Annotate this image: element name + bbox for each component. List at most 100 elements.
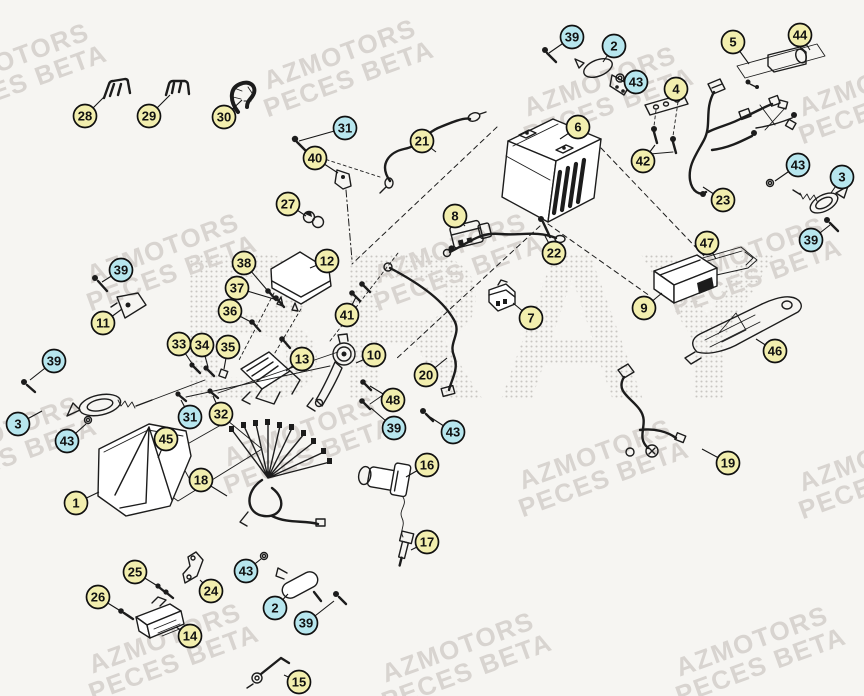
callout-34[interactable]: 34	[189, 332, 215, 368]
callout-41[interactable]: 41	[334, 296, 360, 328]
callout-31[interactable]: 31	[298, 115, 358, 142]
callout-15[interactable]: 15	[283, 669, 312, 695]
part-vent-tube-30	[229, 80, 257, 114]
callout-26[interactable]: 26	[85, 584, 120, 611]
part-indicator-3-left	[21, 379, 206, 425]
svg-text:14: 14	[183, 629, 198, 644]
callout-22[interactable]: 22	[541, 235, 567, 266]
callout-20[interactable]: 20	[413, 357, 448, 388]
callout-39[interactable]: 39	[370, 407, 407, 441]
callout-13[interactable]: 13	[285, 346, 315, 372]
callout-28[interactable]: 28	[72, 96, 105, 129]
svg-text:24: 24	[204, 584, 219, 599]
part-screw-39-top	[542, 47, 558, 64]
part-unit-14	[135, 596, 185, 639]
callout-24[interactable]: 24	[198, 578, 224, 604]
callout-5[interactable]: 5	[720, 29, 750, 65]
callout-12[interactable]: 12	[309, 248, 340, 274]
callout-10[interactable]: 10	[355, 342, 387, 368]
callout-47[interactable]: 47	[694, 230, 720, 260]
callout-7[interactable]: 7	[512, 302, 544, 331]
callout-19[interactable]: 19	[701, 448, 741, 476]
callout-43[interactable]: 43	[233, 558, 262, 584]
svg-text:3: 3	[838, 170, 845, 185]
callout-4[interactable]: 4	[663, 76, 689, 102]
callout-23[interactable]: 23	[702, 186, 736, 213]
center-halftone-watermark: BRAY	[173, 208, 786, 445]
part-harness-19	[617, 363, 687, 458]
callout-43[interactable]: 43	[622, 69, 649, 95]
callout-39[interactable]: 39	[101, 257, 134, 283]
callout-16[interactable]: 16	[405, 452, 440, 478]
callout-44[interactable]: 44	[787, 22, 813, 51]
callout-43[interactable]: 43	[774, 152, 811, 182]
svg-text:16: 16	[420, 458, 434, 473]
callout-48[interactable]: 48	[369, 385, 406, 413]
callout-8[interactable]: 8	[442, 203, 468, 229]
callout-46[interactable]: 46	[755, 338, 788, 364]
svg-text:33: 33	[172, 337, 186, 352]
svg-text:7: 7	[527, 311, 534, 326]
callout-30[interactable]: 30	[211, 99, 243, 130]
callout-43[interactable]: 43	[429, 416, 466, 445]
callout-36[interactable]: 36	[217, 298, 252, 324]
callout-3[interactable]: 3	[5, 410, 43, 437]
callout-31[interactable]: 31	[177, 399, 203, 430]
callout-21[interactable]: 21	[409, 128, 437, 154]
part-bracket-46	[684, 296, 802, 365]
svg-text:5: 5	[729, 35, 736, 50]
callout-11[interactable]: 11	[90, 308, 123, 336]
callout-45[interactable]: 45	[153, 426, 179, 459]
part-bolts-33-34-35	[189, 362, 229, 379]
parts-artwork	[21, 43, 849, 689]
svg-text:12: 12	[320, 254, 334, 269]
svg-text:20: 20	[419, 368, 433, 383]
svg-text:27: 27	[281, 197, 295, 212]
callout-39[interactable]: 39	[293, 600, 335, 636]
callout-2[interactable]: 2	[262, 593, 289, 621]
callout-35[interactable]: 35	[215, 334, 241, 370]
part-screws-25	[155, 583, 175, 600]
part-cable-20	[383, 262, 458, 423]
callout-43[interactable]: 43	[54, 423, 87, 454]
callout-3[interactable]: 3	[829, 164, 855, 194]
callout-42[interactable]: 42	[630, 144, 656, 174]
part-sensor-40	[334, 169, 352, 190]
svg-text:30: 30	[217, 110, 231, 125]
part-clip-28	[102, 77, 132, 100]
svg-text:9: 9	[640, 301, 647, 316]
callout-39[interactable]: 39	[548, 24, 585, 54]
svg-text:43: 43	[60, 434, 74, 449]
callout-40[interactable]: 40	[302, 145, 339, 174]
callout-39[interactable]: 39	[798, 224, 831, 253]
callout-32[interactable]: 32	[208, 395, 234, 427]
callout-38[interactable]: 38	[231, 250, 269, 292]
svg-text:43: 43	[791, 158, 805, 173]
callout-2[interactable]: 2	[601, 33, 627, 63]
svg-text:39: 39	[565, 30, 579, 45]
callout-25[interactable]: 25	[122, 559, 157, 586]
svg-text:23: 23	[716, 193, 730, 208]
part-grommet-27	[302, 210, 325, 229]
callout-14[interactable]: 14	[175, 623, 203, 649]
callout-6[interactable]: 6	[559, 114, 591, 140]
svg-text:44: 44	[793, 28, 808, 43]
callout-33[interactable]: 33	[166, 331, 194, 366]
callout-18[interactable]: 18	[188, 467, 228, 497]
svg-text:43: 43	[239, 564, 253, 579]
callout-1[interactable]: 1	[63, 490, 100, 516]
svg-text:43: 43	[446, 425, 460, 440]
callout-29[interactable]: 29	[136, 94, 171, 129]
callout-9[interactable]: 9	[631, 292, 663, 321]
svg-text:34: 34	[195, 338, 210, 353]
callout-39[interactable]: 39	[29, 348, 67, 381]
svg-text:39: 39	[299, 616, 313, 631]
callout-17[interactable]: 17	[410, 529, 440, 555]
svg-text:11: 11	[96, 316, 110, 331]
svg-text:35: 35	[221, 340, 235, 355]
svg-text:32: 32	[214, 407, 228, 422]
callout-37[interactable]: 37	[224, 275, 275, 301]
callout-27[interactable]: 27	[275, 191, 307, 217]
part-clamp-15	[246, 656, 291, 689]
